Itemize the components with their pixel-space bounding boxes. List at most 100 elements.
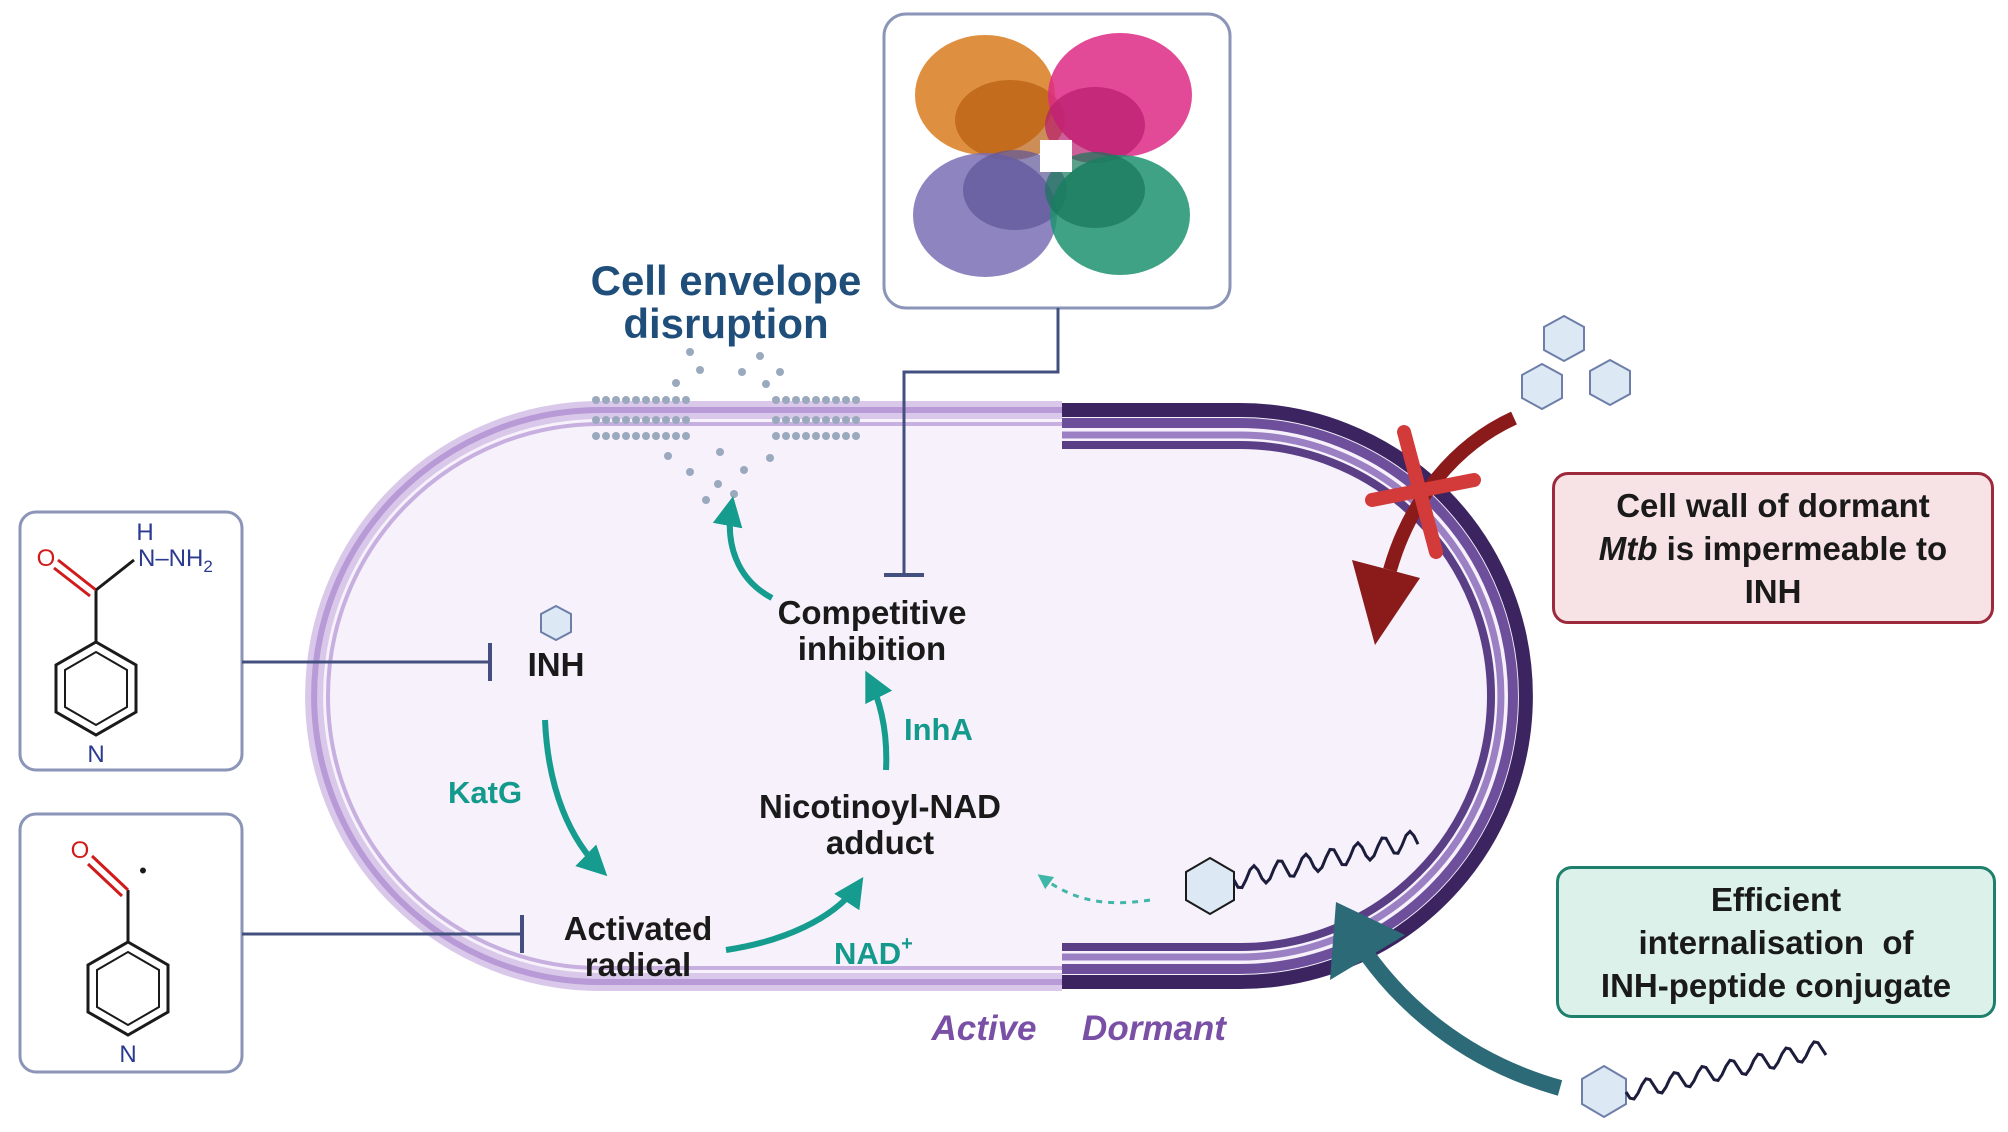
- lipid-head: [776, 368, 784, 376]
- inha-inhibition-connector: [902, 308, 1060, 575]
- label-inh: INH: [528, 646, 585, 683]
- lipid-head: [632, 396, 640, 404]
- lipid-head: [716, 448, 724, 456]
- isoniazid-hydrogen: H: [136, 519, 153, 546]
- lipid-head: [612, 396, 620, 404]
- lipid-head: [602, 396, 610, 404]
- lipid-head: [740, 466, 748, 474]
- lipid-head: [686, 348, 694, 356]
- lipid-head: [652, 416, 660, 424]
- lipid-head: [714, 480, 722, 488]
- radical-oxygen: O: [71, 837, 90, 864]
- radical-structure-panel: O • N: [18, 812, 244, 1074]
- lipid-head: [682, 432, 690, 440]
- diagram-title-line2: disruption: [623, 300, 828, 347]
- active-cell-membrane-outer: [305, 401, 1062, 991]
- lipid-head: [642, 416, 650, 424]
- inh-hexagon-icon: [540, 604, 572, 642]
- lipid-head: [842, 416, 850, 424]
- lipid-head: [662, 432, 670, 440]
- lipid-head: [612, 416, 620, 424]
- isoniazid-hydrazide: N–NH2: [138, 545, 213, 576]
- lipid-head: [852, 432, 860, 440]
- lipid-head: [822, 416, 830, 424]
- arrow-inha: [865, 670, 893, 771]
- active-cell-membrane-inner: [311, 407, 1062, 985]
- lipid-head: [812, 416, 820, 424]
- lipid-head: [832, 416, 840, 424]
- inh-peptide-conjugate-inside: [1185, 829, 1420, 916]
- lipid-head: [756, 352, 764, 360]
- lipid-head: [832, 396, 840, 404]
- bacterial-cell: [305, 401, 1533, 991]
- lipid-head: [664, 452, 672, 460]
- lipid-head: [696, 366, 704, 374]
- block-cross-icon: [1365, 425, 1481, 559]
- active-cell-membrane-line2: [326, 422, 1062, 970]
- lipid-head: [642, 432, 650, 440]
- inh-peptide-conjugate-outside: [1581, 1040, 1828, 1119]
- lipid-head: [852, 396, 860, 404]
- lipid-head: [782, 416, 790, 424]
- lipid-head: [686, 468, 694, 476]
- isoniazid-oxygen: O: [37, 545, 56, 572]
- lipid-head: [802, 432, 810, 440]
- lipid-head: [592, 396, 600, 404]
- internalisation-arrow: [1330, 902, 1563, 1096]
- lipid-head: [672, 416, 680, 424]
- lipid-head: [852, 416, 860, 424]
- lipid-head: [802, 416, 810, 424]
- lipid-head: [682, 416, 690, 424]
- lipid-head: [738, 368, 746, 376]
- lipid-head: [612, 432, 620, 440]
- lipid-head: [592, 416, 600, 424]
- lipid-head: [662, 396, 670, 404]
- lipid-head: [672, 396, 680, 404]
- callout-internalisation-line2: internalisation of: [1638, 923, 1914, 961]
- label-katg: KatG: [448, 775, 522, 810]
- lipid-head: [632, 432, 640, 440]
- label-nad-plus: NAD+: [834, 933, 913, 971]
- isoniazid-structure-panel: O H N–NH2 N: [18, 510, 244, 772]
- label-dormant: Dormant: [1082, 1009, 1227, 1048]
- label-adduct-line2: adduct: [826, 824, 934, 861]
- lipid-head: [702, 496, 710, 504]
- lipid-head: [652, 396, 660, 404]
- inha-protein-structure-panel: [882, 12, 1232, 310]
- diagram-title-line1: Cell envelope: [591, 257, 862, 304]
- callout-impermeable-line2: Mtb is impermeable to: [1598, 529, 1948, 567]
- lipid-head: [842, 432, 850, 440]
- lipid-head: [592, 432, 600, 440]
- lipid-head: [822, 432, 830, 440]
- lipid-head: [622, 432, 630, 440]
- protein-ribbon-image: [913, 33, 1192, 277]
- lipid-head: [672, 432, 680, 440]
- lipid-head: [832, 432, 840, 440]
- callout-impermeable-line1: Cell wall of dormant: [1616, 486, 1930, 524]
- lipid-head: [672, 379, 680, 387]
- radical-ring-nitrogen: N: [119, 1041, 136, 1068]
- arrow-to-envelope: [712, 496, 774, 601]
- blocked-entry-arrow: [1352, 411, 1517, 645]
- label-adduct-line1: Nicotinoyl-NAD: [759, 788, 1001, 825]
- callout-impermeable: Cell wall of dormant Mtb is impermeable …: [1552, 472, 1994, 624]
- disrupted-lipid-bilayer: [592, 348, 860, 504]
- label-competitive-line2: inhibition: [798, 630, 946, 667]
- lipid-head: [602, 416, 610, 424]
- lipid-head: [792, 432, 800, 440]
- lipid-head: [682, 396, 690, 404]
- lipid-head: [652, 432, 660, 440]
- inh-molecules-outside: [1521, 314, 1631, 411]
- lipid-head: [792, 416, 800, 424]
- isoniazid-ring-nitrogen: N: [87, 741, 104, 768]
- lipid-head: [842, 396, 850, 404]
- label-competitive-line1: Competitive: [778, 594, 967, 631]
- lipid-head: [642, 396, 650, 404]
- radical-dot: •: [139, 858, 147, 883]
- label-activated-radical-line2: radical: [585, 946, 691, 983]
- label-active: Active: [930, 1009, 1036, 1048]
- lipid-head: [632, 416, 640, 424]
- callout-internalisation-line1: Efficient: [1710, 880, 1842, 918]
- lipid-head: [812, 396, 820, 404]
